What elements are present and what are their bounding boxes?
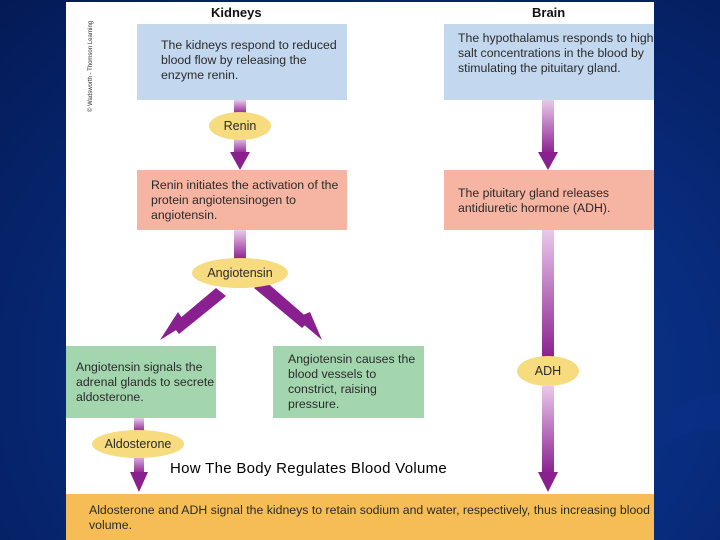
renin-activation-box: Renin initiates the activation of the pr…	[137, 170, 347, 230]
arrow-pituitary-to-adh	[542, 230, 554, 358]
arrow-kidney-to-renin	[234, 100, 246, 114]
kidney-blood-flow-box: The kidneys respond to reduced blood flo…	[137, 24, 347, 100]
arrow-activation-to-angiotensin	[234, 230, 246, 260]
final-result-box: Aldosterone and ADH signal the kidneys t…	[66, 494, 654, 540]
brain-header: Brain	[532, 5, 566, 20]
arrow-adh-to-final	[538, 386, 558, 492]
kidneys-header: Kidneys	[211, 5, 262, 20]
arrow-adrenal-to-aldosterone	[134, 418, 144, 432]
angiotensin-adrenal-box: Angiotensin signals the adrenal glands t…	[66, 346, 216, 418]
hypothalamus-box: The hypothalamus responds to high salt c…	[444, 24, 654, 100]
arrow-renin-to-activation	[230, 138, 250, 170]
angiotensin-label: Angiotensin	[192, 258, 288, 288]
angiotensin-vessels-box: Angiotensin causes the blood vessels to …	[273, 346, 424, 418]
slide-caption: How The Body Regulates Blood Volume	[170, 460, 448, 477]
pituitary-box: The pituitary gland releases antidiureti…	[444, 170, 654, 230]
adh-label: ADH	[517, 356, 579, 386]
arrow-angiotensin-to-vessels	[254, 280, 322, 340]
arrow-aldosterone-to-final	[130, 454, 148, 492]
aldosterone-label: Aldosterone	[92, 430, 184, 458]
flow-arrows	[130, 100, 558, 492]
slide: © Wadsworth - Thomson Learning	[66, 2, 654, 540]
renin-label: Renin	[209, 112, 271, 140]
arrow-angiotensin-to-adrenal	[160, 288, 226, 340]
arrow-hypothalamus-to-pituitary	[538, 100, 558, 170]
